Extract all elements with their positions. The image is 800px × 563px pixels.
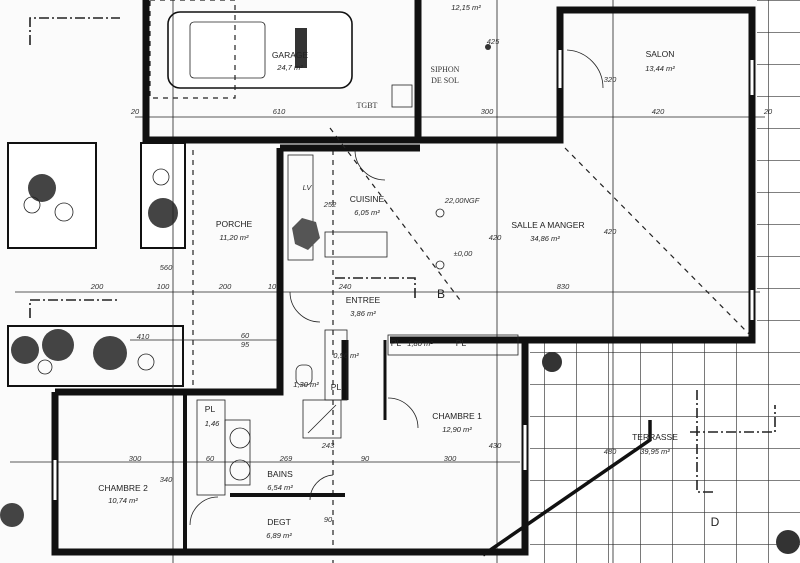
- room-area: 34,86 m²: [530, 234, 560, 243]
- doors: [189, 49, 604, 526]
- room-area: 1,30 m²: [293, 380, 319, 389]
- room-name: SALLE A MANGER: [511, 220, 584, 230]
- dimension-label: 830: [557, 282, 570, 291]
- dimension-label: 420: [652, 107, 665, 116]
- dimension-label: 480: [604, 447, 617, 456]
- room-name: PORCHE: [216, 219, 253, 229]
- room-area: 3,86 m²: [350, 309, 376, 318]
- dimension-labels: 610 300 420 320 425 420 420 200 100 200 …: [90, 37, 773, 524]
- dimension-label: 90: [324, 515, 333, 524]
- dimension-label: 252: [323, 200, 337, 209]
- dimension-label: 200: [218, 282, 232, 291]
- dimension-label: 20: [763, 107, 773, 116]
- room-area: 39,95 m²: [640, 447, 670, 456]
- room-name: ENTREE: [346, 295, 381, 305]
- room-name: BAINS: [267, 469, 293, 479]
- dimension-label: 300: [129, 454, 142, 463]
- walls: [51, 0, 756, 556]
- dimension-label: 95: [241, 340, 250, 349]
- dimension-label: 430: [489, 441, 502, 450]
- dimension-label: 200: [90, 282, 104, 291]
- level-marker-icon: [435, 260, 445, 270]
- lv-label: LV: [303, 183, 313, 192]
- dimension-label: 320: [604, 75, 617, 84]
- dimension-label: 60: [241, 331, 250, 340]
- room-area: 6,89 m²: [266, 531, 292, 540]
- room-name: DEGT: [267, 517, 291, 527]
- dimension-lines: [10, 0, 765, 563]
- dimension-label: 340: [160, 475, 173, 484]
- room-name: SALON: [646, 49, 675, 59]
- room-name: CUISINE: [350, 194, 385, 204]
- dimension-label: 420: [489, 233, 502, 242]
- floor-drain-icon: [485, 44, 491, 50]
- room-area: 6,05 m²: [354, 208, 380, 217]
- dimension-label: 10: [268, 282, 277, 291]
- dimension-label: 425: [487, 37, 500, 46]
- room-area: 6,54 m²: [267, 483, 293, 492]
- siphon-label: DE SOL: [431, 76, 459, 85]
- dimension-label: 100: [157, 282, 170, 291]
- room-area: 1,46: [205, 419, 220, 428]
- room-name: CHAMBRE 2: [98, 483, 148, 493]
- room-name: CHAMBRE 1: [432, 411, 482, 421]
- dimension-label: 560: [160, 263, 173, 272]
- dimension-label: 243: [321, 441, 335, 450]
- level-marker-icon: [435, 208, 445, 218]
- planter-left: [7, 142, 97, 249]
- room-name: PL: [391, 338, 402, 348]
- level-ngf-label: 22,00NGF: [444, 196, 480, 205]
- planter-porch: [140, 142, 186, 249]
- dimension-label: 60: [206, 454, 215, 463]
- room-labels: GARAGE 24,7 m² 12,15 m² SALON 13,44 m² C…: [98, 3, 678, 540]
- pl-label: PL: [331, 382, 342, 392]
- room-area: 12,90 m²: [442, 425, 472, 434]
- room-area: 0,56 m²: [333, 351, 359, 360]
- kitchen-fixtures: [287, 84, 413, 261]
- garden-shrubs: [0, 325, 800, 554]
- room-area: 1,80 m²: [407, 339, 433, 348]
- annotations: TGBT SIPHON DE SOL 22,00NGF ±0,00 B D LV…: [303, 65, 720, 529]
- dimension-label: 410: [137, 332, 150, 341]
- dimension-label: 300: [481, 107, 494, 116]
- dimension-label: 240: [338, 282, 352, 291]
- section-markers: [29, 17, 776, 493]
- terrace-tiling: [530, 0, 800, 563]
- dimension-label: 610: [273, 107, 286, 116]
- room-name: TERRASSE: [632, 432, 678, 442]
- room-area: 11,20 m²: [219, 233, 249, 242]
- room-name: PL: [205, 404, 216, 414]
- pl-label: PL: [456, 338, 467, 348]
- dimension-label: 300: [444, 454, 457, 463]
- dimension-label: 269: [279, 454, 293, 463]
- dimension-label: 20: [130, 107, 140, 116]
- room-name: GARAGE: [272, 50, 309, 60]
- dimension-label: 420: [604, 227, 617, 236]
- room-area: 12,15 m²: [451, 3, 481, 12]
- room-area: 24,7 m²: [276, 63, 303, 72]
- section-b-label: B: [437, 287, 445, 301]
- level-zero-label: ±0,00: [454, 249, 474, 258]
- tgbt-label: TGBT: [357, 101, 378, 110]
- room-area: 10,74 m²: [108, 496, 138, 505]
- room-area: 13,44 m²: [645, 64, 675, 73]
- siphon-label: SIPHON: [431, 65, 460, 74]
- car-icon: [149, 0, 353, 99]
- sightlines: [329, 127, 751, 557]
- cupboards: [196, 329, 519, 496]
- dimension-label: 90: [361, 454, 370, 463]
- section-d-label: D: [711, 515, 720, 529]
